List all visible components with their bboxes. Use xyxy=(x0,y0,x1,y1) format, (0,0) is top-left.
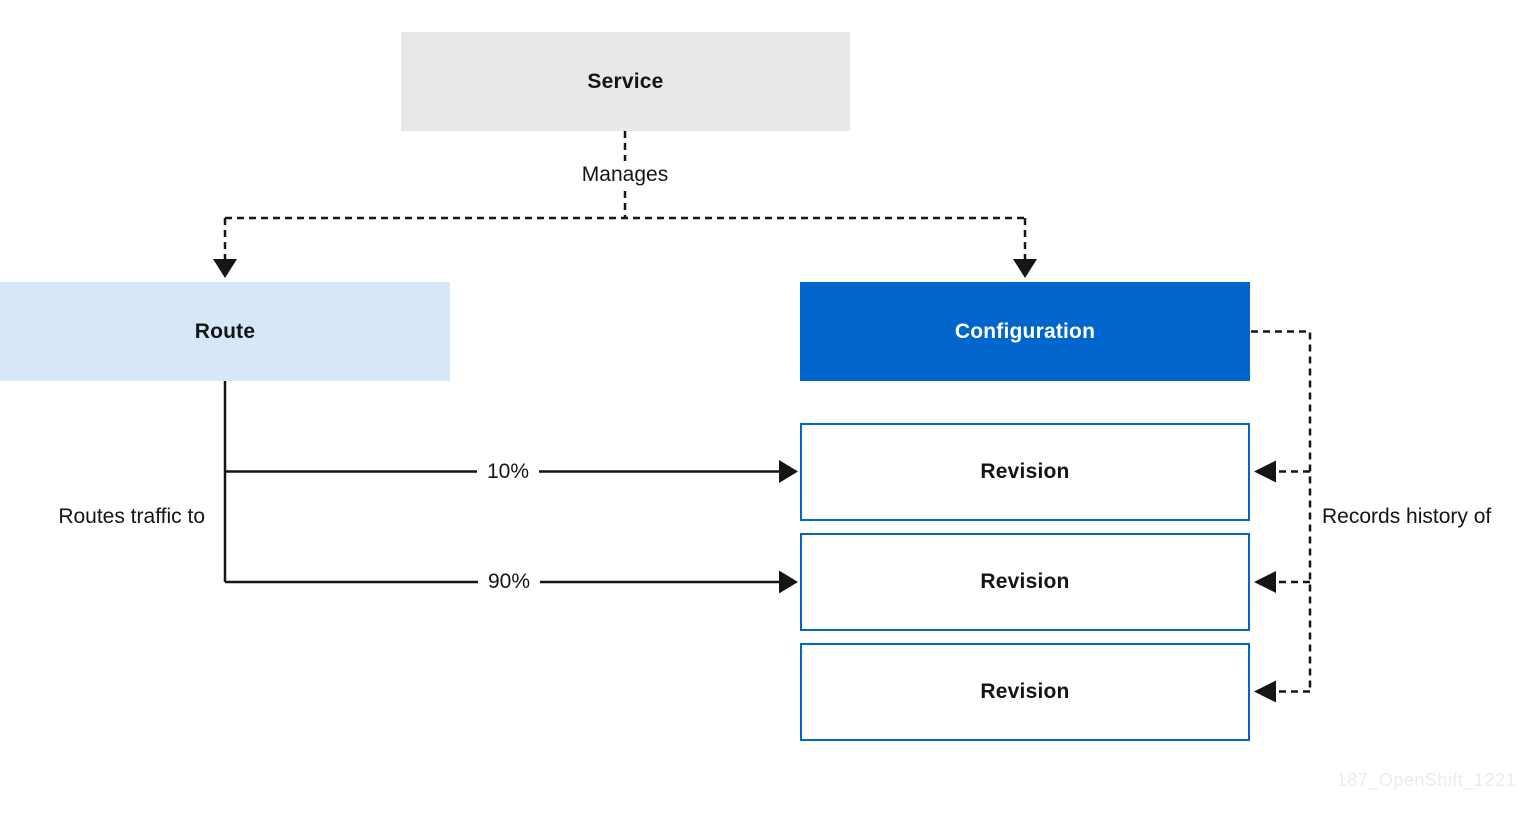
records-history-of-label: Records history of xyxy=(1322,505,1492,528)
traffic-split-90-label: 90% xyxy=(477,568,541,596)
arrowhead-down-route xyxy=(213,259,237,278)
route-node-label: Route xyxy=(194,319,256,343)
configuration-node-label: Configuration xyxy=(954,319,1096,343)
revision-node-1: Revision xyxy=(800,423,1250,521)
service-node-label: Service xyxy=(587,69,664,93)
revision-node-label: Revision xyxy=(980,680,1070,703)
arrowhead-left-revision-1 xyxy=(1254,460,1276,483)
arrowhead-right-revision-2 xyxy=(779,570,798,594)
arrowhead-right-revision-1 xyxy=(779,460,798,483)
routes-traffic-to-label: Routes traffic to xyxy=(58,505,205,528)
arrowhead-left-revision-2 xyxy=(1254,571,1276,593)
traffic-split-10-label: 10% xyxy=(476,457,540,486)
arrowhead-left-revision-3 xyxy=(1254,680,1276,703)
revision-node-3: Revision xyxy=(800,643,1250,741)
records-history-trunk-line xyxy=(1251,330,1312,692)
manages-label: Manages xyxy=(571,161,679,189)
service-node: Service xyxy=(401,32,850,131)
arrowhead-down-configuration xyxy=(1013,259,1037,278)
configuration-node: Configuration xyxy=(800,282,1250,381)
revision-node-label: Revision xyxy=(980,570,1070,593)
revision-node-2: Revision xyxy=(800,533,1250,631)
watermark-text: 187_OpenShift_1221 xyxy=(1336,770,1516,790)
route-node: Route xyxy=(0,282,450,381)
revision-node-label: Revision xyxy=(980,460,1070,483)
